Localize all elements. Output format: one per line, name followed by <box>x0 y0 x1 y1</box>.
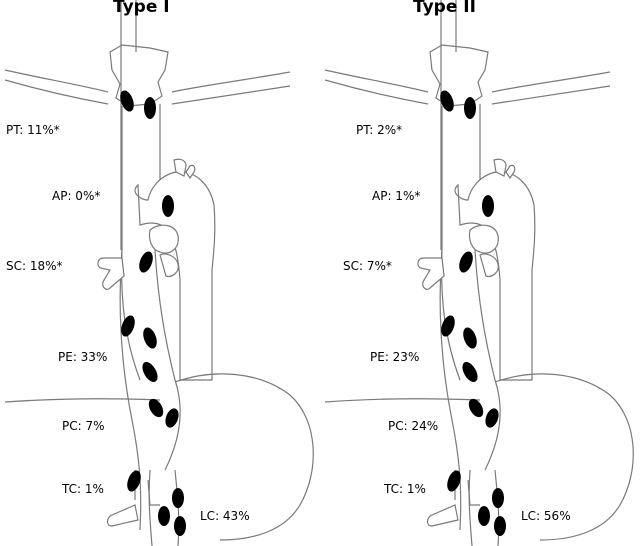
node-pt-1 <box>440 90 454 112</box>
manubrium <box>109 44 169 107</box>
node-pe-2 <box>143 327 157 349</box>
node-pt-2 <box>464 97 476 119</box>
esophagus-mid-right <box>154 249 181 471</box>
aorta-lower-right <box>174 469 180 546</box>
node-pt-1 <box>120 90 134 112</box>
anatomy-diagram-type-1 <box>4 0 314 546</box>
label-pe: PE: 33% <box>58 350 108 364</box>
node-pc-1 <box>148 398 164 418</box>
label-ap: AP: 1%* <box>372 189 421 203</box>
clavicle-left <box>4 69 109 93</box>
clavicle-right-lower <box>171 85 291 105</box>
node-pe-2 <box>463 327 477 349</box>
node-pc-2 <box>485 408 499 428</box>
node-lc-1 <box>492 488 504 508</box>
node-tc <box>127 470 141 492</box>
node-pe-1 <box>121 315 135 337</box>
node-pe-1 <box>441 315 455 337</box>
panel-title: Type I <box>113 0 170 17</box>
node-pc-1 <box>468 398 484 418</box>
aortic-arch <box>134 171 216 381</box>
clavicle-left-lower <box>4 79 109 105</box>
label-lc: LC: 56% <box>521 509 571 523</box>
node-sc <box>139 251 153 273</box>
node-lc-2 <box>478 506 490 526</box>
label-tc: TC: 1% <box>62 482 104 496</box>
node-lc-3 <box>174 516 186 536</box>
label-pe: PE: 23% <box>370 350 420 364</box>
clavicle-right <box>171 71 291 93</box>
node-ap <box>482 195 494 217</box>
node-ap <box>162 195 174 217</box>
node-pt-2 <box>144 97 156 119</box>
label-sc: SC: 7%* <box>343 259 392 273</box>
aortic-branch-2 <box>185 164 196 180</box>
node-lc-2 <box>158 506 170 526</box>
label-lc: LC: 43% <box>200 509 250 523</box>
anatomy-diagram-type-2 <box>324 0 634 546</box>
esophagus-mid-left <box>120 249 141 381</box>
label-pc: PC: 7% <box>62 419 105 433</box>
label-tc: TC: 1% <box>384 482 426 496</box>
celiac-vessel <box>106 504 139 527</box>
node-lc-3 <box>494 516 506 536</box>
esophagus-left <box>119 106 142 531</box>
sc-vessel-right <box>159 253 179 277</box>
node-pe-3 <box>142 362 158 382</box>
panel-title: Type II <box>413 0 476 17</box>
label-pc: PC: 24% <box>388 419 439 433</box>
label-pt: PT: 11%* <box>6 123 60 137</box>
label-pt: PT: 2%* <box>356 123 403 137</box>
node-lc-1 <box>172 488 184 508</box>
aortic-branch-1 <box>173 158 187 177</box>
node-sc <box>459 251 473 273</box>
subclavian-artery <box>97 257 125 290</box>
node-tc <box>447 470 461 492</box>
aorta-lower-left <box>148 469 153 546</box>
label-sc: SC: 18%* <box>6 259 63 273</box>
label-ap: AP: 0%* <box>52 189 101 203</box>
node-pe-3 <box>462 362 478 382</box>
diaphragm-line <box>4 398 161 403</box>
node-pc-2 <box>165 408 179 428</box>
pulmonary-artery <box>148 224 179 254</box>
stomach <box>174 373 314 541</box>
